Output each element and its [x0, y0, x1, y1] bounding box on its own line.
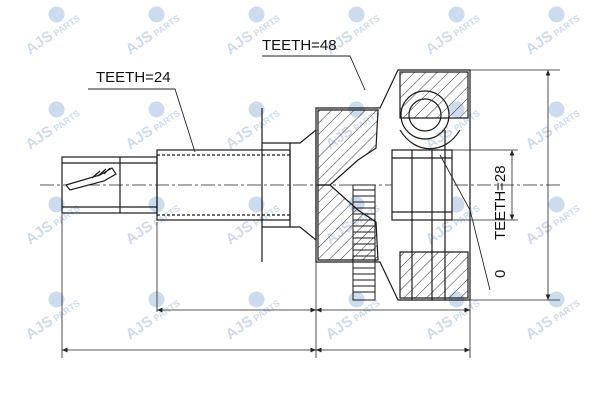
outer-bell-housing — [315, 69, 471, 301]
svg-text:AJS: AJS — [523, 313, 557, 344]
svg-text:AJS: AJS — [23, 123, 57, 154]
svg-text:AJS: AJS — [23, 218, 57, 249]
label-o-ring: 0 — [492, 270, 509, 278]
svg-text:AJS: AJS — [523, 123, 557, 154]
svg-text:AJS: AJS — [123, 123, 157, 154]
label-teeth-spline: TEETH=24 — [96, 69, 171, 86]
svg-text:AJS: AJS — [523, 28, 557, 59]
svg-text:AJS: AJS — [323, 313, 357, 344]
svg-text:AJS: AJS — [23, 28, 57, 59]
label-teeth-inner: TEETH=28 — [492, 165, 509, 240]
abs-tone-ring — [352, 184, 376, 301]
svg-text:AJS: AJS — [223, 123, 257, 154]
svg-text:AJS: AJS — [223, 218, 257, 249]
inner-race — [391, 90, 461, 300]
svg-text:AJS: AJS — [523, 218, 557, 249]
svg-text:AJS: AJS — [123, 218, 157, 249]
dimension-lines — [61, 69, 560, 358]
svg-text:AJS: AJS — [423, 313, 457, 344]
svg-text:AJS: AJS — [223, 313, 257, 344]
svg-text:AJS: AJS — [23, 313, 57, 344]
svg-text:AJS: AJS — [123, 28, 157, 59]
svg-text:AJS: AJS — [223, 28, 257, 59]
splined-shaft — [156, 108, 317, 262]
svg-text:AJS: AJS — [123, 313, 157, 344]
svg-text:AJS: AJS — [423, 218, 457, 249]
label-teeth-outer: TEETH=48 — [262, 37, 337, 54]
leader-lines — [88, 55, 491, 291]
svg-text:AJS: AJS — [423, 28, 457, 59]
